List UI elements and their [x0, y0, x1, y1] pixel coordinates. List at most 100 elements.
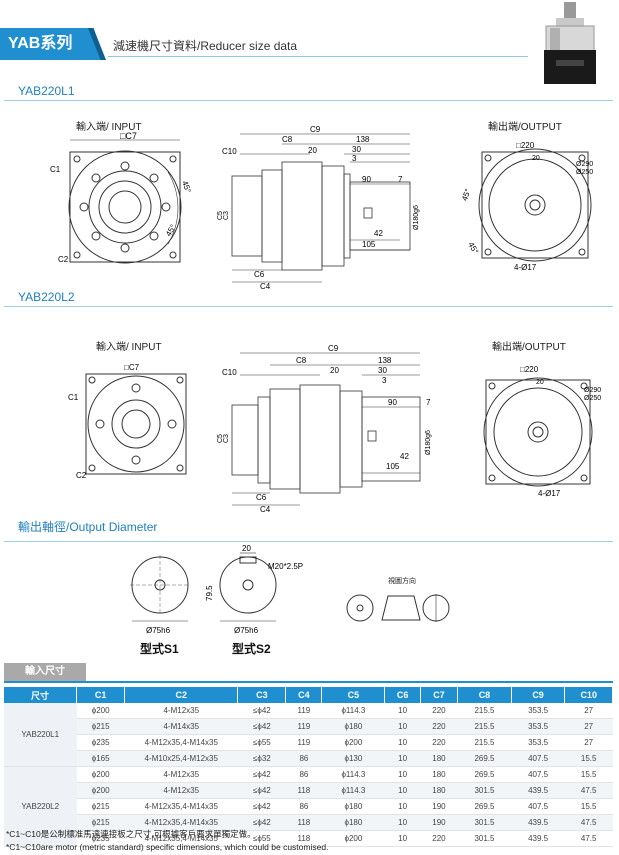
note-chinese: *C1~C10是公制標准馬達連接板之尺寸,可根據客戶要求單獨定做。 — [6, 829, 256, 839]
dim-7: 7 — [398, 175, 403, 184]
table-cell: 353.5 — [511, 718, 565, 735]
dim-c4: C4 — [260, 282, 271, 291]
table-cell: 10 — [384, 814, 421, 831]
table-cell: 301.5 — [457, 782, 512, 799]
l2-input-view: □C7 C1 C2 — [68, 363, 187, 480]
series-label: YAB系列 — [8, 35, 73, 52]
note-english: *C1~C10are motor (metric standard) speci… — [6, 842, 329, 852]
table-tab: 輸入尺寸 — [4, 663, 86, 681]
section-divider — [4, 100, 613, 101]
s2-diameter: Ø75h6 — [234, 626, 259, 635]
table-cell: 439.5 — [511, 782, 565, 799]
dim-20-b: 20 — [330, 366, 339, 375]
table-cell: 119 — [285, 734, 322, 751]
table-header-cell: C2 — [124, 687, 239, 703]
table-cell: ≤ϕ42 — [237, 718, 286, 735]
s1-diameter: Ø75h6 — [146, 626, 171, 635]
dim-7-b: 7 — [426, 398, 431, 407]
table-header-cell: C10 — [564, 687, 613, 703]
table-header-cell: 尺寸 — [4, 687, 77, 703]
table-divider — [4, 681, 613, 683]
dim-30-b: 30 — [378, 366, 387, 375]
s2-width: 20 — [242, 545, 251, 553]
dim-c6-b: C6 — [256, 493, 267, 502]
table-header-cell: C5 — [321, 687, 386, 703]
dim-c9: C9 — [310, 125, 321, 134]
table-cell: 215.5 — [457, 734, 512, 751]
table-cell: ≤ϕ55 — [237, 734, 286, 751]
table-cell: 269.5 — [457, 750, 512, 767]
table-cell: 439.5 — [511, 830, 565, 847]
table-header-cell: C1 — [76, 687, 126, 703]
dim-c2-b: C2 — [76, 471, 87, 480]
l2-side-view: C9 C8 138 C10 20 30 3 90 7 42 105 Ø180g6… — [217, 345, 432, 514]
dim-42-b: 42 — [400, 452, 409, 461]
table-cell: 10 — [384, 750, 421, 767]
dim-138: 138 — [356, 135, 370, 144]
table-cell: ≤ϕ55 — [237, 830, 286, 847]
table-cell: ϕ114.3 — [321, 703, 385, 719]
section-divider-2 — [4, 306, 613, 307]
table-cell: 15.5 — [564, 766, 613, 783]
table-cell: ≤ϕ42 — [237, 703, 286, 719]
table-header-cell: C9 — [511, 687, 566, 703]
dim-c5-b: C5 — [217, 434, 224, 443]
table-cell: 119 — [285, 718, 322, 735]
table-header-cell: C4 — [285, 687, 323, 703]
table-cell: ϕ235 — [76, 734, 125, 751]
type-s2-drawing: 20 M20*2.5P 79.5 Ø75h6 — [205, 545, 303, 635]
table-cell: ϕ215 — [76, 814, 125, 831]
model-cell: YAB220L1 — [4, 703, 77, 767]
dim-c10: C10 — [222, 147, 237, 156]
dim-c10-b: C10 — [222, 368, 237, 377]
table-cell: 353.5 — [511, 703, 565, 719]
table-cell: 4-M12x35,4-M14x35 — [124, 734, 238, 751]
table-cell: 4-M12x35 — [124, 703, 238, 719]
table-cell: 220 — [420, 703, 458, 719]
table-cell: 27 — [564, 718, 613, 735]
table-cell: 10 — [384, 830, 421, 847]
table-cell: 15.5 — [564, 750, 613, 767]
dim-30: 30 — [352, 145, 361, 154]
table-cell: ≤ϕ42 — [237, 798, 286, 815]
view-direction-drawing — [346, 594, 450, 622]
dim-4-17-b: 4-Ø17 — [538, 489, 561, 498]
table-cell: 119 — [285, 703, 322, 719]
table-cell: ϕ180 — [321, 798, 385, 815]
table-cell: ϕ200 — [76, 766, 125, 783]
dim-220-b: □220 — [520, 365, 539, 374]
table-cell: 10 — [384, 703, 421, 719]
table-cell: 4-M10x25,4-M12x35 — [124, 750, 238, 767]
table-cell: 4-M12x35,4-M14x35 — [124, 814, 238, 831]
dim-20: 20 — [308, 146, 317, 155]
table-cell: 15.5 — [564, 798, 613, 815]
dim-c5: C5 — [217, 211, 224, 220]
l1-output-view: □220 20 Ø290 Ø250 4-Ø17 45° 45° — [460, 141, 593, 272]
table-cell: 86 — [285, 798, 322, 815]
table-cell: ϕ180 — [321, 718, 385, 735]
output-label: 輸出端/OUTPUT — [488, 122, 562, 133]
table-cell: 86 — [285, 750, 322, 767]
dim-105: 105 — [362, 240, 376, 249]
table-cell: ϕ200 — [321, 830, 385, 847]
table-cell: ≤ϕ32 — [237, 750, 286, 767]
table-cell: 215.5 — [457, 718, 512, 735]
table-cell: 118 — [285, 782, 322, 799]
table-cell: 118 — [285, 830, 322, 847]
dim-c7: □C7 — [120, 132, 137, 141]
table-cell: 407.5 — [511, 750, 565, 767]
input-label: 輸入端/ INPUT — [76, 122, 142, 133]
table-cell: 10 — [384, 734, 421, 751]
section-title-l2: YAB220L2 — [18, 290, 75, 304]
dim-3-b: 3 — [382, 376, 387, 385]
header-divider — [108, 56, 528, 57]
dim-90-b: 90 — [388, 398, 397, 407]
table-cell: ϕ200 — [76, 703, 125, 719]
dim-250: Ø250 — [576, 169, 593, 176]
